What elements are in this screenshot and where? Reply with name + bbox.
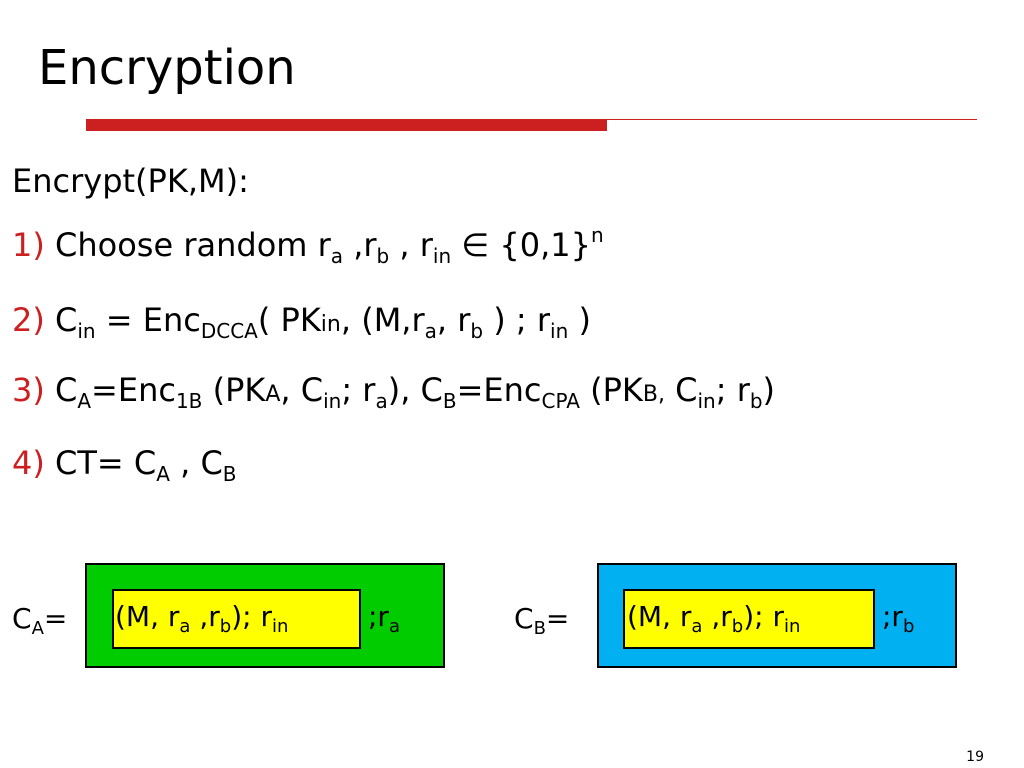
cb-label-sub: B (533, 618, 546, 639)
title-underline-thick (86, 119, 607, 131)
inner-box-b-text: (M, ra ,rb); rin (627, 600, 801, 637)
page-number: 19 (966, 749, 984, 765)
ca-label-eq: = (43, 602, 68, 635)
ca-label-letter: C (12, 602, 32, 635)
cb-label-eq: = (545, 602, 570, 635)
algorithm-heading: Encrypt(PK,M): (12, 162, 249, 200)
cb-label-letter: C (514, 602, 534, 635)
step-number: 4) (12, 444, 45, 482)
inner-box-a-text: (M, ra ,rb); rin (115, 600, 289, 637)
box-a-randomness: ;ra (368, 600, 400, 637)
step-number: 1) (12, 226, 45, 264)
ca-label: CA= (12, 602, 68, 638)
ca-label-sub: A (31, 618, 44, 639)
ciphertext-box-b (597, 563, 957, 668)
box-b-randomness: ;rb (882, 600, 915, 637)
step-number: 3) (12, 371, 45, 409)
cb-label: CB= (514, 602, 570, 638)
inner-box-b (623, 589, 875, 649)
page-title: Encryption (38, 40, 296, 96)
title-underline-thin (607, 119, 977, 120)
step-2: 2) Cin = EncDCCA( PKin, (M,ra, rb ) ; ri… (12, 301, 591, 343)
step-1: 1) Choose random ra ,rb , rin ∈ {0,1}n (12, 223, 604, 268)
inner-box-a (112, 589, 361, 649)
step-number: 2) (12, 301, 45, 339)
step-4: 4) CT= CA , CB (12, 444, 237, 486)
ciphertext-box-a (85, 563, 445, 668)
step-3: 3) CA=Enc1B (PKA, Cin; ra), CB=EncCPA (P… (12, 371, 776, 413)
